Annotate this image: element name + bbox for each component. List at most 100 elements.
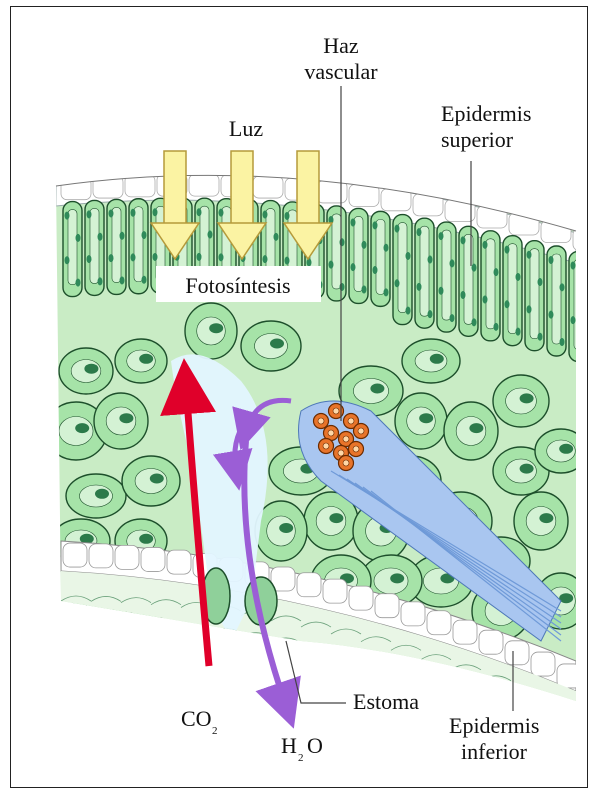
- cuticle-scale: [481, 764, 511, 769]
- lower-epidermis-cell: [531, 652, 555, 676]
- co2-label-sub: 2: [212, 725, 218, 737]
- chloroplast: [153, 208, 158, 216]
- nucleus: [139, 354, 153, 364]
- chloroplast: [109, 254, 114, 262]
- chloroplast: [351, 218, 356, 226]
- palisade-vacuole: [354, 216, 363, 291]
- chloroplast: [439, 287, 444, 295]
- chloroplast: [109, 209, 114, 217]
- chloroplast: [560, 338, 565, 346]
- cuticle-scale: [151, 688, 181, 693]
- cuticle-scale: [481, 698, 511, 703]
- palisade-vacuole: [552, 254, 561, 344]
- xylem-lumen: [323, 443, 329, 449]
- estoma-label: Estoma: [353, 689, 419, 714]
- cuticle-scale: [541, 722, 571, 727]
- cuticle-scale: [541, 766, 571, 771]
- co2-label: CO 2: [181, 706, 218, 737]
- nucleus: [469, 423, 483, 433]
- nucleus: [419, 413, 433, 423]
- cuticle-scale: [61, 618, 91, 623]
- cuticle-scale: [391, 667, 421, 672]
- palisade-vacuole: [508, 244, 517, 334]
- cuticle-scale: [301, 644, 331, 649]
- nucleus: [430, 354, 444, 364]
- lower-epidermis-cell: [167, 550, 191, 574]
- cuticle-scale: [241, 699, 271, 704]
- diagram-frame: Fotosíntesis Haz vascular Luz Epidermis …: [10, 6, 588, 788]
- chloroplast: [582, 289, 587, 297]
- nucleus: [329, 513, 343, 523]
- cuticle-scale: [61, 640, 91, 645]
- cuticle-scale: [301, 688, 331, 693]
- chloroplast: [571, 316, 576, 324]
- cuticle-scale: [571, 758, 588, 763]
- palisade-vacuole: [442, 230, 451, 320]
- chloroplast: [197, 253, 202, 261]
- xylem-lumen: [328, 430, 334, 436]
- nucleus: [209, 323, 223, 333]
- cuticle-scale: [91, 618, 121, 623]
- lower-epidermis-cell: [297, 573, 321, 597]
- lower-epidermis-cell: [349, 586, 373, 610]
- chloroplast: [538, 333, 543, 341]
- cuticle-scale: [331, 673, 361, 678]
- chloroplast: [472, 318, 477, 326]
- chloroplast: [373, 266, 378, 274]
- cuticle-scale: [301, 710, 331, 715]
- cuticle-scale: [421, 699, 451, 704]
- cuticle-scale: [451, 687, 481, 692]
- cuticle-scale: [391, 733, 421, 738]
- chloroplast: [516, 328, 521, 336]
- chloroplast: [219, 209, 224, 217]
- nucleus: [559, 444, 573, 454]
- chloroplast: [65, 256, 70, 264]
- chloroplast: [527, 305, 532, 313]
- cuticle-scale: [541, 700, 571, 705]
- co2-label-main: CO: [181, 706, 212, 731]
- lower-epidermis-cell: [89, 544, 113, 568]
- chloroplast: [516, 273, 521, 281]
- chloroplast: [362, 285, 367, 293]
- chloroplast: [340, 238, 345, 246]
- chloroplast: [131, 209, 136, 217]
- palisade-vacuole: [398, 223, 407, 313]
- xylem-lumen: [318, 418, 324, 424]
- nucleus: [139, 534, 153, 544]
- lower-epidermis-cell: [323, 579, 347, 603]
- chloroplast: [307, 258, 312, 266]
- lower-epidermis-cell: [115, 545, 139, 569]
- chloroplast: [406, 307, 411, 315]
- nucleus: [119, 413, 133, 423]
- chloroplast: [439, 232, 444, 240]
- xylem-lumen: [343, 436, 349, 442]
- cuticle-scale: [211, 650, 241, 655]
- cuticle-scale: [571, 714, 588, 719]
- xylem-lumen: [353, 446, 359, 452]
- chloroplast: [329, 261, 334, 269]
- upper-epidermis-cell: [573, 229, 588, 251]
- cuticle-scale: [361, 659, 391, 664]
- cuticle-scale: [151, 622, 181, 627]
- chloroplast: [461, 291, 466, 299]
- cuticle-scale: [241, 655, 271, 660]
- palisade-vacuole: [530, 249, 539, 339]
- upper-epidermis-cell: [253, 176, 283, 198]
- nucleus: [559, 593, 573, 603]
- cuticle-scale: [361, 725, 391, 730]
- chloroplast: [98, 277, 103, 285]
- chloroplast: [120, 276, 125, 284]
- xylem-lumen: [333, 408, 339, 414]
- cuticle-scale: [151, 644, 181, 649]
- cuticle-scale: [121, 686, 151, 691]
- chloroplast: [461, 236, 466, 244]
- chloroplast: [285, 257, 290, 265]
- chloroplast: [153, 253, 158, 261]
- xylem-lumen: [348, 418, 354, 424]
- cuticle-scale: [91, 684, 121, 689]
- cuticle-scale: [421, 677, 451, 682]
- lower-epidermis-cell: [505, 641, 529, 665]
- chloroplast: [120, 232, 125, 240]
- cuticle-scale: [571, 736, 588, 741]
- chloroplast: [549, 311, 554, 319]
